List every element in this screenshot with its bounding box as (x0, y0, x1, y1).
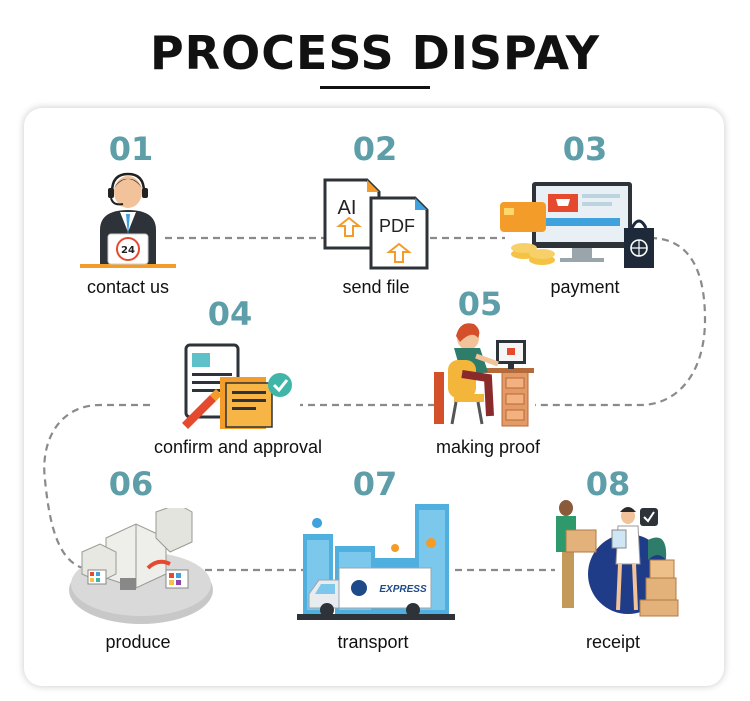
step-label-confirm: confirm and approval (153, 437, 323, 457)
step-label-receipt: receipt (585, 632, 641, 652)
designer-at-desk-icon (434, 323, 534, 427)
page-title: PROCESS DISPAY (149, 26, 601, 80)
customer-service-icon: 24 (80, 172, 176, 268)
step-number-06: 06 (108, 465, 154, 503)
step-number-01: 01 (108, 130, 154, 168)
package-receipt-icon (556, 500, 679, 617)
step-label-contact: contact us (86, 277, 170, 297)
step-label-making-proof: making proof (435, 437, 541, 457)
step-number-02: 02 (352, 130, 398, 168)
step-number-04: 04 (207, 295, 253, 333)
step-number-05: 05 (457, 285, 503, 323)
document-approval-icon (182, 343, 292, 429)
step-label-produce: produce (105, 632, 171, 652)
step-label-send-file: send file (342, 277, 410, 297)
title-underline (320, 86, 430, 89)
step-number-07: 07 (352, 465, 398, 503)
online-payment-icon (500, 182, 654, 268)
pdf-file-label: PDF (379, 216, 415, 236)
step-number-08: 08 (585, 465, 631, 503)
step-label-payment: payment (550, 277, 620, 297)
step-number-03: 03 (562, 130, 608, 168)
step-label-transport: transport (337, 632, 409, 652)
ai-file-label: AI (338, 197, 357, 219)
delivery-truck-icon: EXPRESS (297, 504, 455, 620)
printing-factory-icon (69, 508, 213, 624)
truck-express-label: EXPRESS (379, 584, 427, 595)
support-24-badge: 24 (121, 245, 135, 256)
file-upload-icon: AI PDF (323, 178, 429, 270)
